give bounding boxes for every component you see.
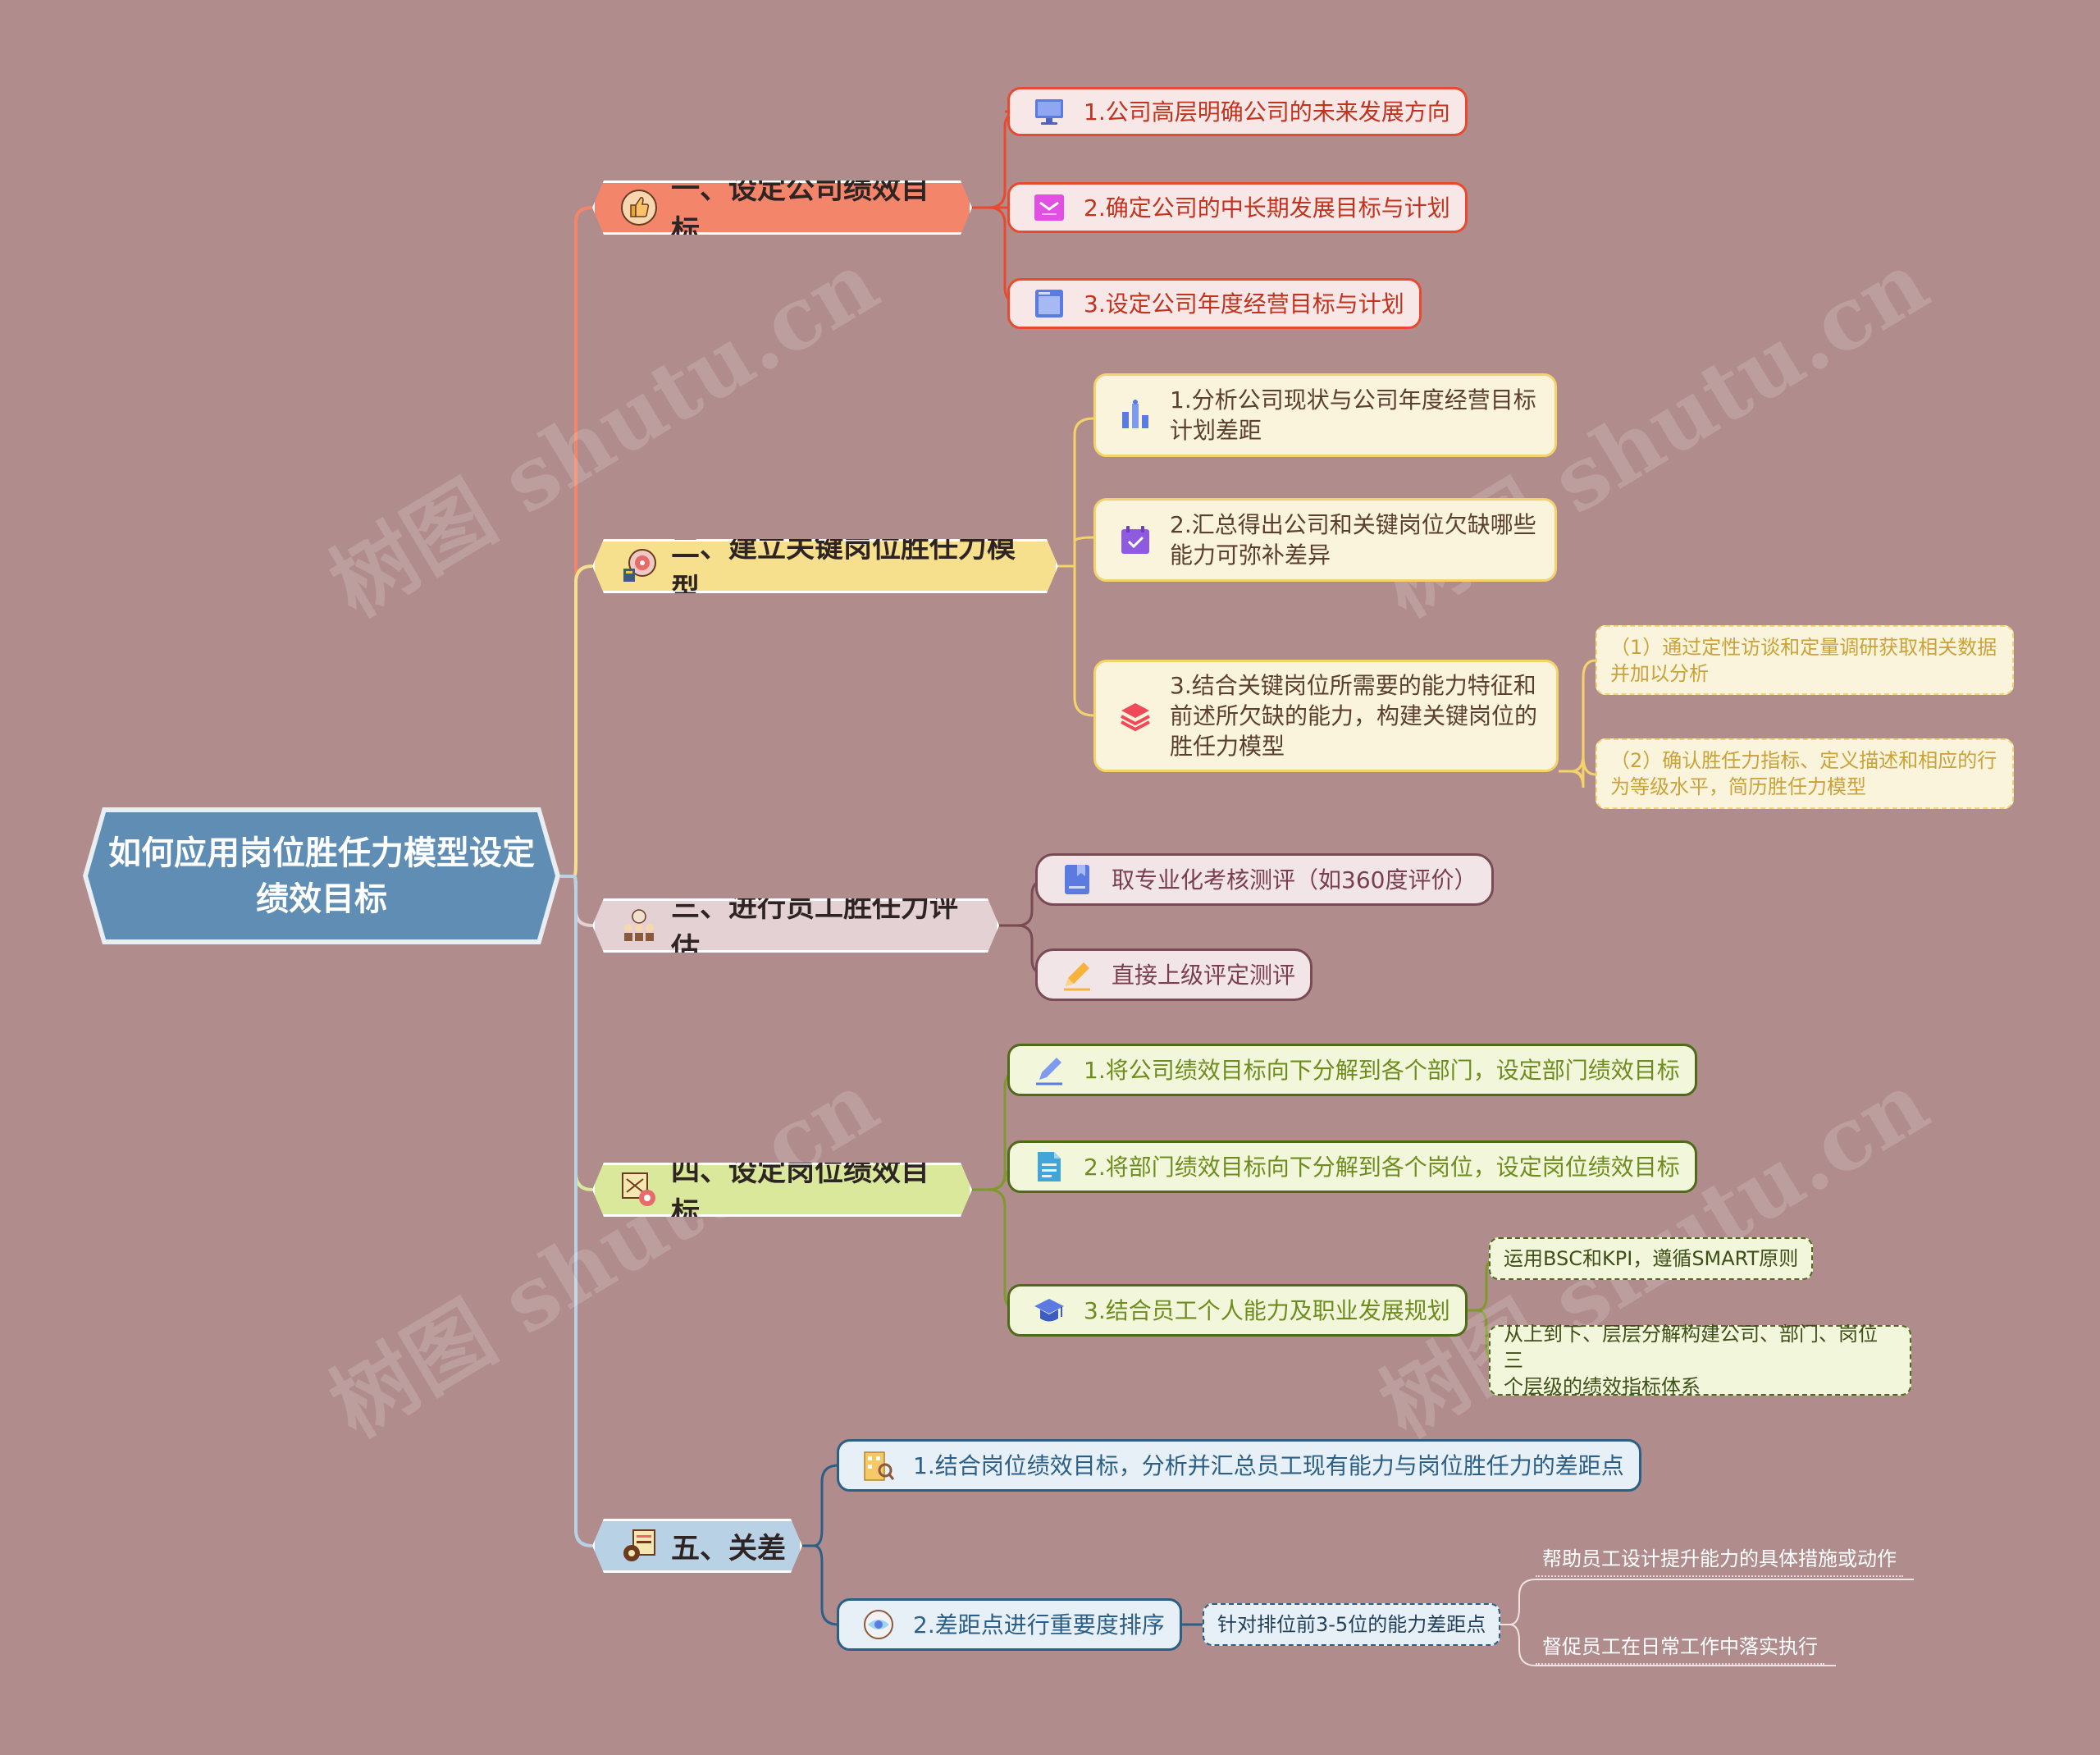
b3-child-2-label: 直接上级评定测评: [1112, 961, 1296, 989]
monitor-icon: [1035, 99, 1063, 125]
connector-b2: [1058, 417, 1094, 568]
connector-root-b2: [560, 564, 593, 878]
root-title: 如何应用岗位胜任力模型设定绩效目标: [108, 834, 535, 918]
b2-child-1-label: 1.分析公司现状与公司年度经营目标 计划差距: [1170, 386, 1536, 444]
b5-note-2[interactable]: 督促员工在日常工作中落实执行: [1536, 1630, 1824, 1665]
b2-child-1[interactable]: 1.分析公司现状与公司年度经营目标 计划差距: [1093, 373, 1557, 457]
strategy-board-icon: [620, 547, 658, 585]
b5-child-2-label: 2.差距点进行重要度排序: [913, 1611, 1165, 1638]
bar-chart-icon: [1122, 400, 1148, 428]
calendar-icon: [1121, 526, 1149, 554]
b5-note-1-label: 帮助员工设计提升能力的具体措施或动作: [1542, 1547, 1897, 1570]
pencil-icon: [1064, 962, 1090, 991]
branch-5-label: 五、关差: [671, 1532, 787, 1565]
b4-leaf-2-label: 从上到下、层层分解构建公司、部门、岗位三 个层级的绩效指标体系: [1504, 1323, 1878, 1398]
b4-child-1-label: 1.将公司绩效目标向下分解到各个部门，设定部门绩效目标: [1084, 1056, 1680, 1084]
bookmark-icon: [1065, 865, 1089, 894]
root-node[interactable]: 如何应用岗位胜任力模型设定绩效目标: [88, 812, 555, 939]
b1-child-3-label: 3.设定公司年度经营目标与计划: [1084, 290, 1404, 318]
b2-child-2[interactable]: 2.汇总得出公司和关键岗位欠缺哪些 能力可弥补差异: [1093, 498, 1557, 582]
connector-b5: [802, 1464, 839, 1547]
b5-note-1[interactable]: 帮助员工设计提升能力的具体措施或动作: [1536, 1542, 1903, 1577]
b3-child-1[interactable]: 取专业化考核测评（如360度评价）: [1035, 853, 1495, 906]
thumbs-up-icon: [620, 189, 658, 226]
b4-child-2[interactable]: 2.将部门绩效目标向下分解到各个岗位，设定岗位绩效目标: [1007, 1140, 1697, 1193]
eye-chart-icon: [864, 1610, 893, 1639]
b3-child-1-label: 取专业化考核测评（如360度评价）: [1112, 866, 1477, 893]
b2-child-3[interactable]: 3.结合关键岗位所需要的能力特征和 前述所欠缺的能力，构建关键岗位的 胜任力模型: [1093, 660, 1559, 772]
b1-child-1-label: 1.公司高层明确公司的未来发展方向: [1084, 98, 1450, 126]
pen-icon: [1036, 1058, 1062, 1085]
branch-1[interactable]: 一、设定公司绩效目标: [592, 181, 972, 235]
gear-document-icon: [620, 1527, 658, 1565]
branch-2[interactable]: 二、建立关键岗位胜任力模型: [592, 539, 1058, 593]
b4-leaf-1-label: 运用BSC和KPI，遵循SMART原则: [1504, 1247, 1799, 1270]
building-search-icon: [864, 1451, 895, 1481]
b5-child-1[interactable]: 1.结合岗位绩效目标，分析并汇总员工现有能力与岗位胜任力的差距点: [837, 1439, 1641, 1492]
envelope-icon: [1034, 194, 1064, 221]
b5-child-1-label: 1.结合岗位绩效目标，分析并汇总员工现有能力与岗位胜任力的差距点: [913, 1451, 1624, 1479]
b1-child-2[interactable]: 2.确定公司的中长期发展目标与计划: [1007, 182, 1468, 233]
layers-icon: [1121, 702, 1150, 731]
b2-leaf-1-label: （1）通过定性访谈和定量调研获取相关数据 并加以分析: [1610, 635, 1997, 685]
graduation-cap-icon: [1034, 1299, 1064, 1322]
window-icon: [1035, 290, 1063, 318]
b1-child-2-label: 2.确定公司的中长期发展目标与计划: [1084, 194, 1450, 222]
b3-child-2[interactable]: 直接上级评定测评: [1035, 948, 1313, 1001]
b4-child-3[interactable]: 3.结合员工个人能力及职业发展规划: [1007, 1284, 1468, 1337]
b2-leaf-1[interactable]: （1）通过定性访谈和定量调研获取相关数据 并加以分析: [1596, 625, 2014, 695]
b1-child-1[interactable]: 1.公司高层明确公司的未来发展方向: [1007, 87, 1468, 136]
branch-3[interactable]: 三、进行员工胜任力评估: [592, 898, 999, 953]
branch-5[interactable]: 五、关差: [592, 1519, 802, 1573]
b2-child-3-label: 3.结合关键岗位所需要的能力特征和 前述所欠缺的能力，构建关键岗位的 胜任力模型: [1170, 672, 1538, 760]
b4-child-2-label: 2.将部门绩效目标向下分解到各个岗位，设定岗位绩效目标: [1084, 1153, 1680, 1181]
target-board-icon: [620, 1171, 658, 1209]
b4-leaf-2[interactable]: 从上到下、层层分解构建公司、部门、岗位三 个层级的绩效指标体系: [1489, 1323, 1911, 1398]
b1-child-3[interactable]: 3.设定公司年度经营目标与计划: [1007, 278, 1422, 329]
b2-child-2-label: 2.汇总得出公司和关键岗位欠缺哪些 能力可弥补差异: [1170, 511, 1536, 569]
team-icon: [620, 907, 658, 944]
branch-4[interactable]: 四、设定岗位绩效目标: [592, 1163, 972, 1217]
b5-child-2[interactable]: 2.差距点进行重要度排序: [837, 1598, 1182, 1651]
b5-leaf-1-label: 针对排位前3-5位的能力差距点: [1217, 1613, 1486, 1636]
document-icon: [1038, 1152, 1061, 1181]
b5-leaf-1[interactable]: 针对排位前3-5位的能力差距点: [1203, 1603, 1501, 1646]
b2-leaf-2[interactable]: （2）确认胜任力指标、定义描述和相应的行 为等级水平，简历胜任力模型: [1596, 738, 2014, 809]
b2-leaf-2-label: （2）确认胜任力指标、定义描述和相应的行 为等级水平，简历胜任力模型: [1610, 749, 1997, 798]
b4-child-3-label: 3.结合员工个人能力及职业发展规划: [1084, 1296, 1450, 1324]
connector-root-b5: [560, 875, 593, 1547]
b4-leaf-1[interactable]: 运用BSC和KPI，遵循SMART原则: [1489, 1237, 1814, 1280]
b5-note-2-label: 督促员工在日常工作中落实执行: [1542, 1635, 1818, 1658]
b4-child-1[interactable]: 1.将公司绩效目标向下分解到各个部门，设定部门绩效目标: [1007, 1044, 1697, 1096]
